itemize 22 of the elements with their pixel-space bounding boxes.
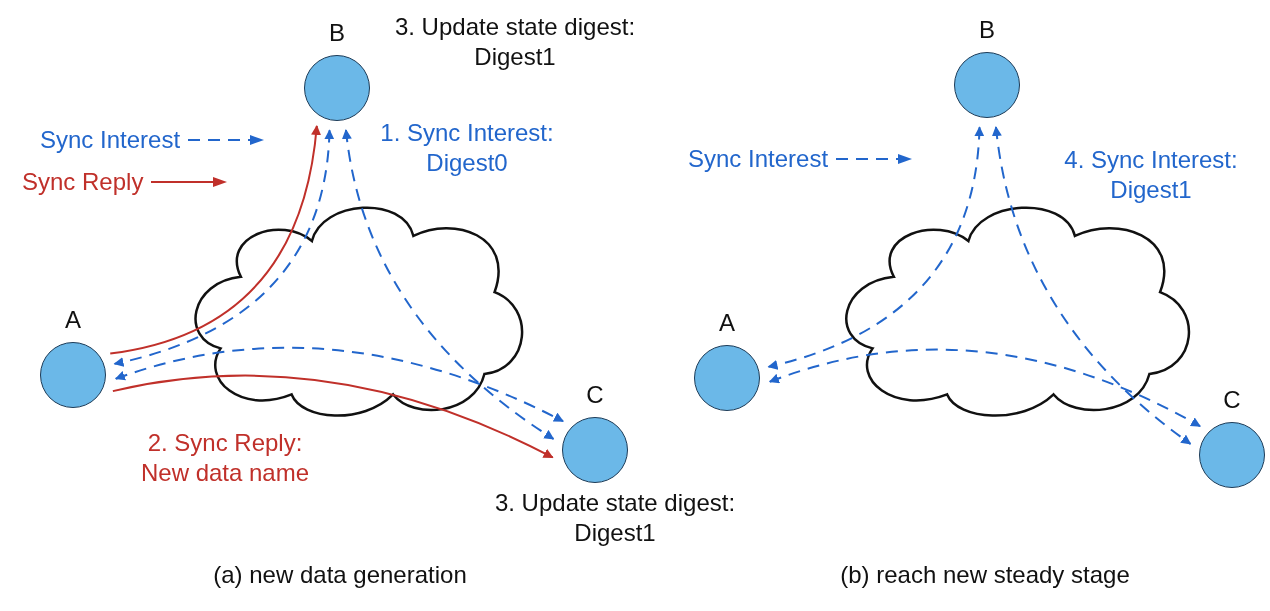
legend-text: Sync Reply xyxy=(22,168,144,196)
arrow xyxy=(111,374,554,459)
node-caption: 3. Update state digest: Digest1 xyxy=(493,488,737,548)
step-label: 4. Sync Interest: Digest1 xyxy=(1063,145,1239,205)
node-letter: C xyxy=(586,381,604,409)
dashed-arrow xyxy=(342,129,555,440)
panel-caption: (b) reach new steady stage xyxy=(839,560,1131,590)
panel-caption: (a) new data generation xyxy=(212,560,468,590)
legend-text: Sync Interest xyxy=(688,145,829,173)
step-label: 1. Sync Interest: Digest0 xyxy=(379,118,555,178)
legend-text: Sync Interest xyxy=(40,126,181,154)
node-letter: B xyxy=(979,16,995,44)
dashed-arrow xyxy=(114,346,565,423)
step-label: 2. Sync Reply: New data name xyxy=(139,428,311,488)
node-letter: C xyxy=(1223,386,1241,414)
node-letter: A xyxy=(65,306,81,334)
node-letter: B xyxy=(329,19,345,47)
dashed-arrow xyxy=(767,126,984,370)
dashed-arrow xyxy=(992,126,1192,445)
node-letter: A xyxy=(719,309,735,337)
dashed-arrow xyxy=(768,348,1202,428)
node-caption: 3. Update state digest: Digest1 xyxy=(393,12,637,72)
